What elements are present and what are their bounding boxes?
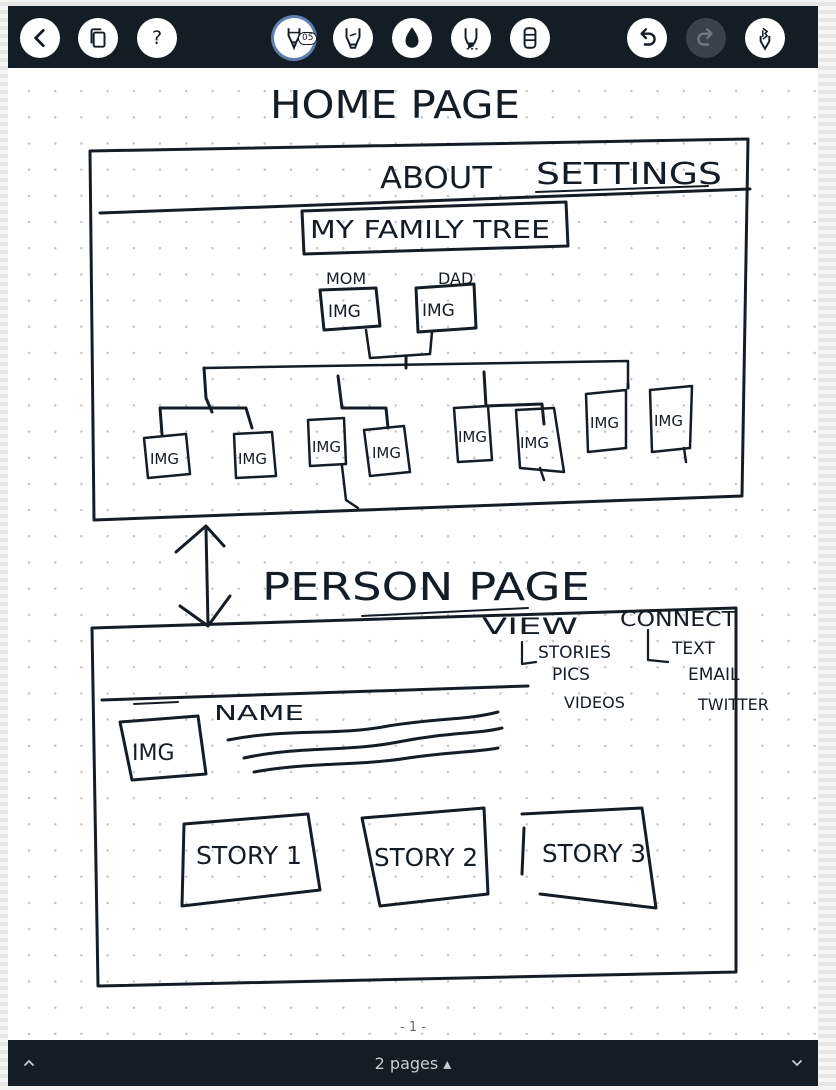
home-page-title: HOME PAGE [270, 83, 520, 127]
person-nav-divider [100, 684, 530, 702]
bio-scribble-line [226, 710, 500, 742]
eraser-tool-button[interactable] [510, 18, 550, 58]
expand-up-button[interactable] [18, 1052, 40, 1074]
back-button[interactable] [20, 18, 60, 58]
pen-size-badge: 05 [298, 32, 318, 45]
help-button[interactable]: ? [137, 18, 177, 58]
redo-icon [697, 28, 713, 46]
home-page-frame [88, 137, 750, 522]
profile-img-box [118, 714, 208, 782]
bluetooth-stylus-icon [759, 27, 771, 51]
top-toolbar: ? 05 [8, 6, 818, 68]
story-card-2 [360, 806, 490, 908]
mom-label: MOM [326, 269, 366, 288]
child-img-7: IMG [590, 414, 619, 432]
undo-button[interactable] [627, 18, 667, 58]
profile-img-label: IMG [132, 741, 175, 766]
chevron-left-icon [34, 29, 45, 47]
child-img-3: IMG [312, 438, 341, 456]
mom-img-label: IMG [328, 302, 361, 322]
view-item-videos: VIDEOS [564, 693, 625, 712]
dad-img-box [414, 282, 478, 334]
child-img-6: IMG [520, 434, 549, 452]
child-img-5: IMG [458, 428, 487, 446]
person-page-title: PERSON PAGE [262, 565, 590, 609]
page-count-selector[interactable]: 2 pages ▴ [374, 1054, 452, 1073]
fineliner-tool-button[interactable]: 05 [274, 18, 318, 58]
mom-img-box [318, 286, 382, 332]
undo-icon [640, 28, 656, 46]
dad-img-label: IMG [422, 301, 455, 321]
help-label: ? [151, 27, 163, 49]
bottom-bar: 2 pages ▴ [8, 1040, 818, 1086]
view-item-stories: STORIES [538, 643, 611, 663]
home-nav-divider [98, 187, 752, 215]
child-img-2: IMG [238, 450, 267, 468]
drawing-page[interactable]: HOME PAGE ABOUT SETTINGS MY FAMILY TREE … [8, 68, 818, 1040]
highlighter-tool-button[interactable] [451, 18, 491, 58]
collapse-down-button[interactable] [786, 1052, 808, 1074]
connect-label: CONNECT [620, 607, 737, 631]
story-card-1 [180, 812, 322, 908]
navigation-arrow [204, 528, 210, 626]
ink-color-button[interactable] [392, 18, 432, 58]
story-card-3 [520, 806, 658, 910]
ink-drop-icon [405, 27, 419, 48]
marker-pen-icon [345, 28, 361, 49]
person-page-frame [90, 606, 738, 988]
view-label: VIEW [482, 615, 578, 640]
marker-tool-button[interactable] [333, 18, 373, 58]
pages-button[interactable] [78, 18, 118, 58]
connect-item-text: TEXT [671, 639, 715, 659]
copy-icon [90, 28, 106, 48]
connect-item-email: EMAIL [688, 665, 740, 685]
eraser-icon [523, 27, 537, 49]
child-img-4: IMG [372, 444, 401, 462]
chevron-down-icon [792, 1060, 802, 1067]
story-3-label: STORY 3 [542, 839, 646, 868]
redo-button[interactable] [686, 18, 726, 58]
nav-about-label: ABOUT [380, 161, 493, 196]
tree-title-label: MY FAMILY TREE [310, 215, 550, 244]
name-label: NAME [214, 701, 304, 725]
page-number: - 1 - [400, 1020, 426, 1035]
child-img-8: IMG [654, 412, 683, 430]
connect-item-twitter: TWITTER [697, 695, 769, 714]
tree-title-box [300, 200, 570, 256]
view-item-pics: PICS [552, 665, 590, 685]
chevron-up-icon [24, 1059, 34, 1066]
children-img-boxes [142, 384, 694, 510]
highlighter-icon [464, 28, 478, 50]
story-2-label: STORY 2 [374, 843, 478, 872]
child-img-1: IMG [150, 450, 179, 468]
stylus-button[interactable] [745, 18, 785, 58]
wireframe-sketch: HOME PAGE ABOUT SETTINGS MY FAMILY TREE … [88, 83, 769, 988]
story-1-label: STORY 1 [196, 841, 302, 870]
